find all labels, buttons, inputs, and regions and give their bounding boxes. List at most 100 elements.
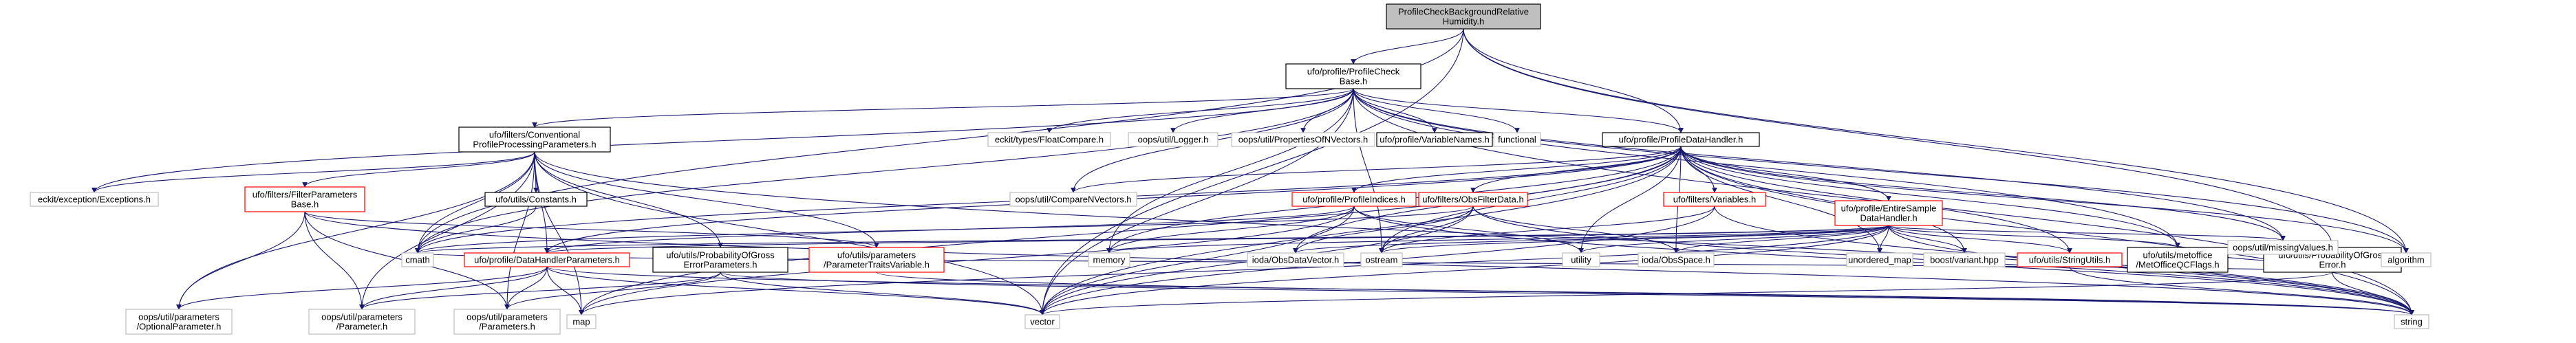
- edge-root-to-vector: [1040, 28, 1464, 316]
- node-label-vector-0: vector: [1030, 317, 1055, 327]
- node-ftcmp: eckit/types/FloatCompare.h: [987, 132, 1111, 147]
- node-box-ftcmp: [987, 132, 1111, 147]
- node-box-strutils: [2017, 252, 2123, 267]
- node-box-string: [2394, 314, 2429, 329]
- node-pindices[interactable]: ufo/profile/ProfileIndices.h: [1291, 192, 1417, 207]
- node-label-ftcmp-0: eckit/types/FloatCompare.h: [995, 135, 1104, 145]
- edge-pdh-to-strutils: [1680, 146, 2072, 254]
- edge-pgeparams-to-params: [504, 272, 721, 310]
- node-box-ptvar: [808, 247, 945, 273]
- node-dhparams[interactable]: ufo/profile/DataHandlerParameters.h: [464, 252, 630, 267]
- node-box-optparam: [125, 309, 233, 335]
- edge-cpp-to-string: [534, 151, 2414, 316]
- node-missing: oops/util/missingValues.h: [2227, 240, 2339, 255]
- node-label-esdh-0: ufo/profile/EntireSample: [1841, 203, 1937, 214]
- edge-esdh-to-obsdvec: [1293, 225, 1889, 254]
- edge-dhparams-to-optparam: [176, 266, 548, 310]
- node-box-root: [1386, 3, 1541, 30]
- node-functional: functional: [1493, 132, 1541, 147]
- edge-pindices-to-vector: [1040, 206, 1355, 316]
- edge-fparams-to-optparam: [176, 211, 305, 310]
- node-label-params-0: oops/util/parameters: [466, 312, 548, 322]
- edge-esdh-to-obsspace: [1673, 225, 1889, 254]
- node-label-pgeparams-0: ufo/utils/ProbabilityOfGross: [666, 250, 775, 261]
- node-label-string-0: string: [2401, 317, 2423, 327]
- node-string: string: [2394, 314, 2429, 329]
- edge-ptvar-to-string: [876, 272, 2414, 316]
- node-box-fparams: [244, 186, 365, 212]
- node-obsfilt[interactable]: ufo/filters/ObsFilterData.h: [1418, 192, 1528, 207]
- node-box-obsspace: [1638, 252, 1715, 267]
- edge-cpp-to-map: [534, 151, 584, 316]
- edge-dhparams-to-params: [504, 266, 548, 310]
- edge-cpp-to-fparams: [302, 151, 535, 188]
- edge-pindices-to-memory: [1106, 206, 1355, 254]
- edge-cpp-to-params: [504, 151, 535, 310]
- node-box-esdh: [1834, 200, 1943, 226]
- node-label-probgross-1: Error.h: [2319, 260, 2346, 270]
- node-metqc[interactable]: ufo/utils/metoffice/MetOfficeQCFlags.h: [2127, 247, 2229, 273]
- node-box-pindices: [1291, 192, 1417, 207]
- node-label-optparam-0: oops/util/parameters: [138, 312, 219, 322]
- node-label-eckitexc-0: eckit/exception/Exceptions.h: [38, 195, 151, 205]
- node-memory: memory: [1088, 252, 1130, 267]
- edge-esdh-to-ostream: [1379, 225, 1889, 254]
- edge-dhparams-to-map: [546, 266, 584, 316]
- node-box-functional: [1493, 132, 1541, 147]
- node-label-utility-0: utility: [1571, 255, 1591, 265]
- node-label-root-0: ProfileCheckBackgroundRelative: [1398, 7, 1529, 17]
- edge-dhparams-to-vector: [546, 266, 1045, 316]
- edge-root-to-pdh: [1463, 28, 1684, 133]
- node-box-utility: [1562, 252, 1600, 267]
- edge-cpp-to-optparam: [176, 151, 535, 310]
- node-pgeparams[interactable]: ufo/utils/ProbabilityOfGrossErrorParamet…: [652, 247, 788, 273]
- node-propvec: oops/util/PropertiesOfNVectors.h: [1231, 132, 1375, 147]
- edge-probgross-to-vector: [1040, 272, 2333, 316]
- node-cpp[interactable]: ufo/filters/ConventionalProfileProcessin…: [458, 126, 611, 153]
- node-label-memory-0: memory: [1093, 255, 1126, 265]
- edge-cpp-to-param: [359, 151, 535, 310]
- node-param: oops/util/parameters/Parameter.h: [308, 309, 416, 335]
- edge-pdh-to-vector: [1040, 146, 1682, 316]
- edge-pcb-to-ftcmp: [1046, 88, 1354, 133]
- node-label-variables-0: ufo/filters/Variables.h: [1673, 195, 1756, 205]
- node-box-cpp: [458, 126, 611, 153]
- node-label-root-1: Humidity.h: [1443, 16, 1484, 27]
- node-label-param-1: /Parameter.h: [336, 322, 387, 332]
- edge-pdh-to-cmpnvec: [1071, 146, 1682, 193]
- edge-pdh-to-ostream: [1379, 146, 1682, 254]
- node-algorithm: algorithm: [2381, 252, 2432, 267]
- node-constants[interactable]: ufo/utils/Constants.h: [484, 192, 588, 207]
- node-ostream: ostream: [1360, 252, 1403, 267]
- node-ptvar[interactable]: ufo/utils/parameters/ParameterTraitsVari…: [808, 247, 945, 273]
- node-label-algorithm-0: algorithm: [2387, 255, 2424, 265]
- node-box-dhparams: [464, 252, 630, 267]
- edge-pcb-to-cpp: [532, 88, 1354, 128]
- edge-layer: [92, 28, 2414, 316]
- node-varnames[interactable]: ufo/profile/VariableNames.h: [1376, 132, 1493, 147]
- node-label-metqc-0: ufo/utils/metoffice: [2143, 250, 2213, 261]
- edge-esdh-to-strutils: [1888, 225, 2072, 254]
- node-label-param-0: oops/util/parameters: [321, 312, 402, 322]
- node-label-propvec-0: oops/util/PropertiesOfNVectors.h: [1238, 135, 1368, 145]
- edge-pgeparams-to-vector: [720, 272, 1045, 316]
- edge-obsfilt-to-cmath: [415, 206, 1474, 254]
- edge-pcb-to-pdh: [1353, 88, 1684, 133]
- node-strutils[interactable]: ufo/utils/StringUtils.h: [2017, 252, 2123, 267]
- node-pdh[interactable]: ufo/profile/ProfileDataHandler.h: [1602, 132, 1760, 147]
- edge-obsfilt-to-obsspace: [1472, 206, 1679, 254]
- edge-esdh-to-umap: [1877, 225, 1889, 254]
- edge-pcb-to-varnames: [1353, 88, 1437, 133]
- node-vector: vector: [1024, 314, 1060, 329]
- node-variables[interactable]: ufo/filters/Variables.h: [1663, 192, 1766, 207]
- node-label-varnames-0: ufo/profile/VariableNames.h: [1380, 135, 1489, 145]
- edge-root-to-algorithm: [1463, 28, 2409, 254]
- edge-constants-to-cmath: [415, 206, 537, 254]
- edge-pcb-to-cmath: [415, 88, 1354, 254]
- node-box-algorithm: [2381, 252, 2432, 267]
